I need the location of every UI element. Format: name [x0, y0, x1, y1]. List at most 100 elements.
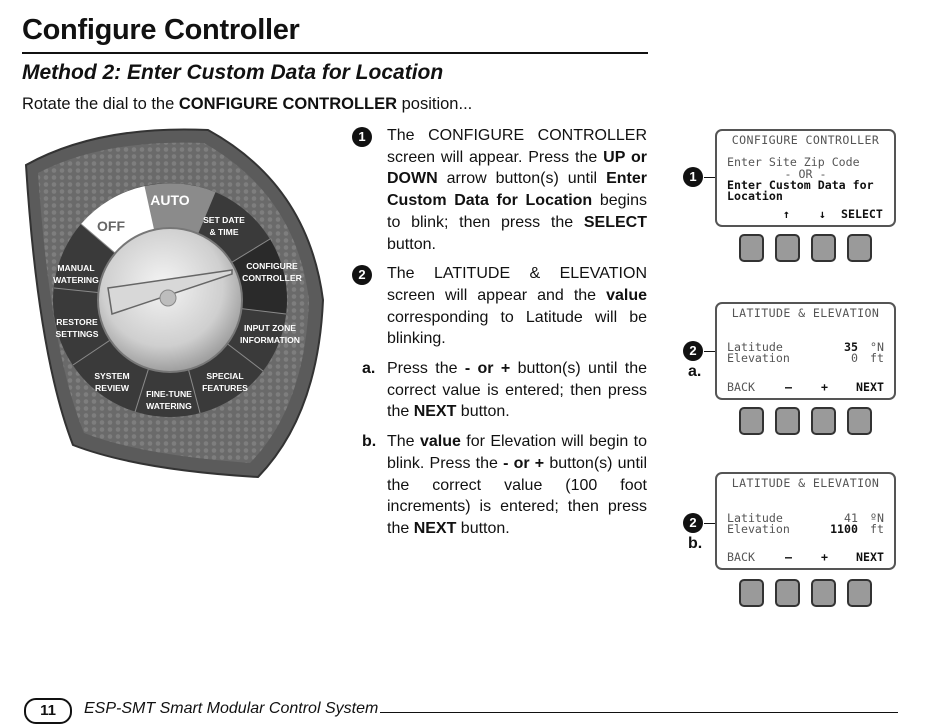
softkey-back-label: BACK: [727, 550, 755, 564]
lcd-configure-controller: CONFIGURE CONTROLLER Enter Site Zip Code…: [715, 129, 896, 227]
lcd-elevation-unit: ft: [870, 522, 884, 536]
softkey-minus-label: –: [785, 550, 792, 564]
dial-label-special-1: SPECIAL: [206, 371, 243, 381]
dial-label-configure-1: CONFIGURE: [246, 261, 298, 271]
step-text: The CONFIGURE CONTROLLER screen will app…: [387, 127, 647, 166]
dial-label-restore-1: RESTORE: [56, 317, 98, 327]
lcd-elevation-unit: ft: [870, 351, 884, 365]
softkey-minus-label: –: [785, 380, 792, 394]
step-1: 1 The CONFIGURE CONTROLLER screen will a…: [352, 125, 647, 255]
step-keyword: NEXT: [413, 403, 457, 421]
page-title: Configure Controller: [22, 14, 300, 46]
dial-label-auto: AUTO: [150, 192, 190, 208]
dial-label-off: OFF: [97, 218, 125, 234]
softkey-up-label: ↑: [783, 207, 790, 221]
dial-label-restore-2: SETTINGS: [56, 329, 99, 339]
dial-label-manual-1: MANUAL: [57, 263, 94, 273]
dial-label-system-review-1: SYSTEM: [94, 371, 129, 381]
step-text: button.: [387, 235, 436, 253]
instruction-steps: 1 The CONFIGURE CONTROLLER screen will a…: [352, 125, 647, 548]
footer-divider: [380, 712, 898, 713]
dial-label-input-zone-1: INPUT ZONE: [244, 323, 296, 333]
screen-2a-marker: 2: [683, 341, 703, 361]
lcd-latitude-value: 35: [844, 340, 858, 354]
step-keyword: - or +: [464, 360, 511, 378]
softkey-down-label: ↓: [819, 207, 826, 221]
lcd-line-custom-data: Enter Custom Data for: [727, 178, 874, 192]
step-keyword: NEXT: [413, 519, 457, 537]
lcd-latitude-elevation-b: LATITUDE & ELEVATION Latitude 41 ºN Elev…: [715, 472, 896, 570]
step-keyword: UP or DOWN: [387, 148, 647, 188]
lcd-latitude-value: 41: [844, 511, 858, 525]
softkey-plus-label: +: [821, 550, 828, 564]
lcd1-softkey-select[interactable]: [847, 234, 872, 262]
substep-a: a. Press the - or + button(s) until the …: [352, 358, 647, 423]
lcd2a-softkey-next[interactable]: [847, 407, 872, 435]
step-text: The LATITUDE & ELEVATION screen will app…: [387, 265, 647, 304]
dial-label-set-date-1: SET DATE: [203, 215, 245, 225]
lcd2a-softkey-plus[interactable]: [811, 407, 836, 435]
step-text: button(s) until the correct value (100 f…: [387, 454, 648, 537]
intro-bold: CONFIGURE CONTROLLER: [178, 95, 398, 113]
intro-text: Rotate the dial to the CONFIGURE CONTROL…: [22, 95, 472, 114]
page-number: 11: [24, 698, 72, 724]
step-keyword: value: [419, 433, 461, 451]
step-keyword: - or +: [503, 454, 545, 472]
lcd2a-softkey-back[interactable]: [739, 407, 764, 435]
footer-doc-title: ESP-SMT Smart Modular Control System: [84, 700, 379, 717]
substep-b: b. The value for Elevation will begin to…: [352, 431, 647, 540]
section-subtitle: Method 2: Enter Custom Data for Location: [22, 61, 444, 84]
lcd2b-softkey-minus[interactable]: [775, 579, 800, 607]
screen-1-leader: [704, 177, 716, 178]
lcd-header: LATITUDE & ELEVATION: [731, 476, 880, 490]
lcd-line-location: Location: [727, 189, 783, 203]
dial-label-fine-tune-1: FINE-TUNE: [146, 389, 192, 399]
softkey-next-label: NEXT: [856, 380, 884, 394]
dial-label-system-review-2: REVIEW: [95, 383, 130, 393]
screen-1-marker: 1: [683, 167, 703, 187]
softkey-back-label: BACK: [727, 380, 755, 394]
lcd2a-softkey-minus[interactable]: [775, 407, 800, 435]
step-keyword: Enter Custom Data for Location: [387, 170, 647, 210]
step-number-badge: 1: [352, 127, 372, 147]
dial-label-input-zone-2: INFORMATION: [240, 335, 300, 345]
lcd-line-zip: Enter Site Zip Code: [727, 155, 860, 169]
lcd-latitude-elevation-a: LATITUDE & ELEVATION Latitude 35 °N Elev…: [715, 302, 896, 400]
step-text: The: [387, 433, 420, 451]
lcd2b-softkey-back[interactable]: [739, 579, 764, 607]
lcd-elevation-label: Elevation: [727, 522, 790, 536]
lcd2b-softkey-plus[interactable]: [811, 579, 836, 607]
lcd1-softkey-up[interactable]: [775, 234, 800, 262]
step-text: corresponding to Latitude will be blinki…: [387, 308, 647, 348]
lcd-line-or: - OR -: [784, 167, 827, 181]
lcd1-softkey-1[interactable]: [739, 234, 764, 262]
step-keyword: SELECT: [583, 213, 647, 231]
lcd-latitude-label: Latitude: [727, 511, 783, 525]
step-text: button.: [456, 403, 510, 421]
lcd-elevation-value: 0: [851, 351, 858, 365]
lcd-latitude-unit: °N: [870, 340, 884, 354]
lcd-elevation-label: Elevation: [727, 351, 790, 365]
dial-label-special-2: FEATURES: [202, 383, 248, 393]
step-text: arrow button(s) until: [437, 170, 607, 188]
intro-pre: Rotate the dial to the: [22, 95, 179, 113]
screen-2b-marker: 2: [683, 513, 703, 533]
lcd-elevation-value: 1100: [830, 522, 858, 536]
lcd1-softkey-down[interactable]: [811, 234, 836, 262]
step-text: Press the: [387, 360, 465, 378]
lcd-header: CONFIGURE CONTROLLER: [731, 133, 880, 147]
screen-2a-letter: a.: [688, 363, 702, 380]
softkey-select-label: SELECT: [841, 207, 883, 221]
step-text: button(s) until the correct value is ent…: [387, 360, 648, 421]
dial-label-manual-2: WATERING: [53, 275, 99, 285]
step-number-badge: 2: [352, 265, 372, 286]
controller-dial-illustration: AUTO OFF SET DATE & TIME CONFIGURE CONTR…: [24, 128, 325, 479]
softkey-plus-label: +: [821, 380, 828, 394]
screen-2b-letter: b.: [688, 535, 703, 552]
substep-letter: a.: [362, 360, 376, 378]
step-text: button.: [456, 519, 510, 537]
lcd2b-softkey-next[interactable]: [847, 579, 872, 607]
screen-2b-leader: [704, 523, 716, 524]
dial-label-set-date-2: & TIME: [209, 227, 238, 237]
intro-post: position...: [397, 95, 473, 113]
